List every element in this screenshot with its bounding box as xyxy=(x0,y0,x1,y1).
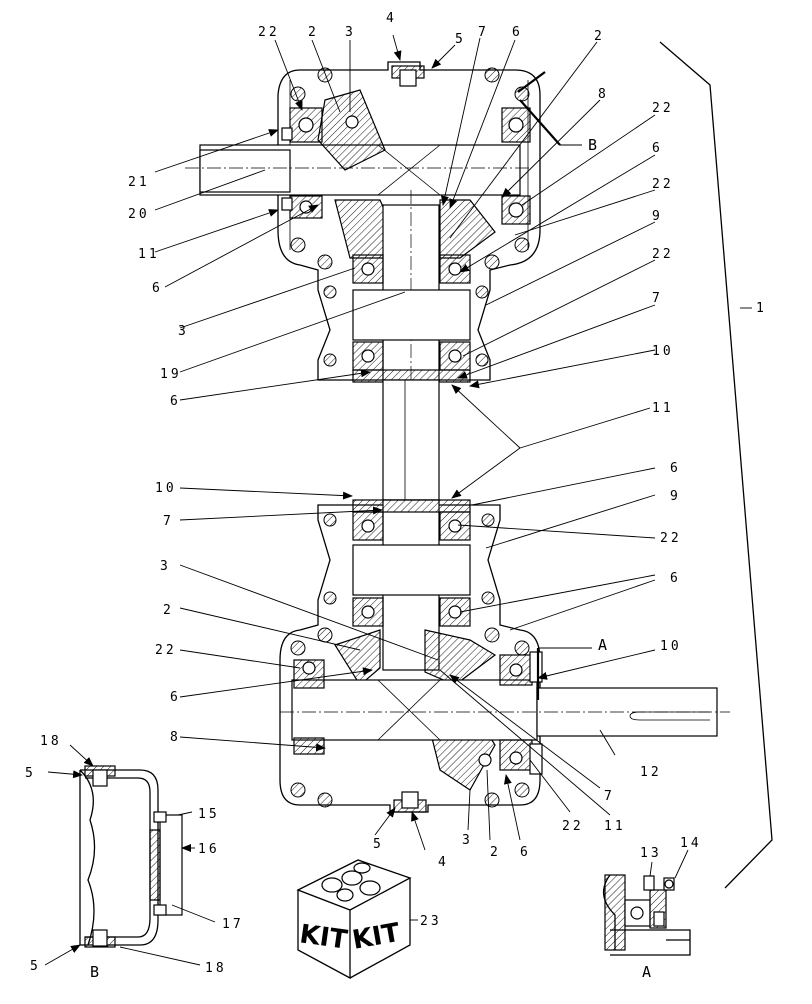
label-6-m: 6 xyxy=(170,690,181,705)
label-8: 8 xyxy=(598,87,609,102)
detail-b-label-5-top: 5 xyxy=(25,766,36,781)
label-2-m: 2 xyxy=(163,603,174,618)
label-3-bottom: 3 xyxy=(462,833,473,848)
detail-a-label-14: 14 xyxy=(680,836,702,851)
label-22-top: 22 xyxy=(258,25,280,40)
lower-housing-outline xyxy=(279,504,541,813)
section-a-label: A xyxy=(598,636,607,654)
kit-text-left: KIT xyxy=(298,919,350,955)
label-11-l1: 11 xyxy=(138,247,160,262)
label-4-bottom: 4 xyxy=(438,855,449,870)
label-2-bottom: 2 xyxy=(490,845,501,860)
label-21: 21 xyxy=(128,175,150,190)
upper-gearbox xyxy=(185,61,541,400)
label-22-r3: 22 xyxy=(652,247,674,262)
label-6-l1: 6 xyxy=(152,281,163,296)
label-3-m: 3 xyxy=(160,559,171,574)
label-10-r1: 10 xyxy=(652,344,674,359)
kit-bearings-icon xyxy=(321,862,381,902)
upper-housing-outline xyxy=(277,61,541,381)
kit-text-right: KIT xyxy=(350,918,402,956)
label-6-r2: 6 xyxy=(670,461,681,476)
label-6-r3: 6 xyxy=(670,571,681,586)
detail-b-title: B xyxy=(90,963,99,981)
label-10-r2: 10 xyxy=(660,639,682,654)
label-6-bottom: 6 xyxy=(520,845,531,860)
leader-lines xyxy=(154,34,752,851)
connecting-shaft xyxy=(382,379,440,501)
label-5-top: 5 xyxy=(455,32,466,47)
output-shaft xyxy=(291,679,538,741)
label-6-top: 6 xyxy=(512,25,523,40)
section-b-label: B xyxy=(588,136,597,154)
label-7-m: 7 xyxy=(163,514,174,529)
label-19: 19 xyxy=(160,367,182,382)
label-4-top: 4 xyxy=(386,11,397,26)
label-12: 12 xyxy=(640,765,662,780)
detail-b-label-15: 15 xyxy=(198,807,220,822)
kit-box: KIT KIT 23 xyxy=(296,859,442,980)
bevel-gear-lower xyxy=(334,629,381,686)
kit-label-23: 23 xyxy=(420,914,442,929)
label-22-r2: 22 xyxy=(652,177,674,192)
detail-b-label-17: 17 xyxy=(222,917,244,932)
lower-gearbox xyxy=(279,499,730,813)
label-3-top: 3 xyxy=(345,25,356,40)
detail-a: 13 14 A xyxy=(603,836,702,981)
label-7-top: 7 xyxy=(478,25,489,40)
detail-b-label-16: 16 xyxy=(198,842,220,857)
part-number-labels: 22 2 3 4 5 7 6 2 8 22 6 22 9 22 7 10 11 … xyxy=(128,11,767,870)
bevel-gear-upper-left xyxy=(317,89,386,171)
label-9-r1: 9 xyxy=(652,209,663,224)
lower-housing-bolt-holes xyxy=(290,513,530,808)
detail-a-label-13: 13 xyxy=(640,846,662,861)
label-22-bottom: 22 xyxy=(562,819,584,834)
label-2-top-right: 2 xyxy=(594,29,605,44)
label-7-bottom: 7 xyxy=(604,789,615,804)
label-9-r2: 9 xyxy=(670,489,681,504)
label-22-r1: 22 xyxy=(652,101,674,116)
label-6-r1: 6 xyxy=(652,141,663,156)
detail-a-title: A xyxy=(642,963,651,981)
label-3-l1: 3 xyxy=(178,324,189,339)
detail-b-label-18-bottom: 18 xyxy=(205,961,227,976)
label-7-r1: 7 xyxy=(652,291,663,306)
assembly-bracket xyxy=(659,41,773,889)
detail-b: 18 5 15 16 17 5 18 B xyxy=(25,734,244,981)
label-22-m: 22 xyxy=(155,643,177,658)
detail-b-label-18-top: 18 xyxy=(40,734,62,749)
label-11-bottom: 11 xyxy=(604,819,626,834)
label-5-bottom: 5 xyxy=(373,837,384,852)
detail-b-label-5-bottom: 5 xyxy=(30,959,41,974)
label-1: 1 xyxy=(756,301,767,316)
label-2-top: 2 xyxy=(308,25,319,40)
section-marker-b: B xyxy=(517,71,597,154)
label-8-m: 8 xyxy=(170,730,181,745)
label-22-r4: 22 xyxy=(660,531,682,546)
label-11-r1: 11 xyxy=(652,401,674,416)
label-6-l2: 6 xyxy=(170,394,181,409)
label-20: 20 xyxy=(128,207,150,222)
label-10-m: 10 xyxy=(155,481,177,496)
